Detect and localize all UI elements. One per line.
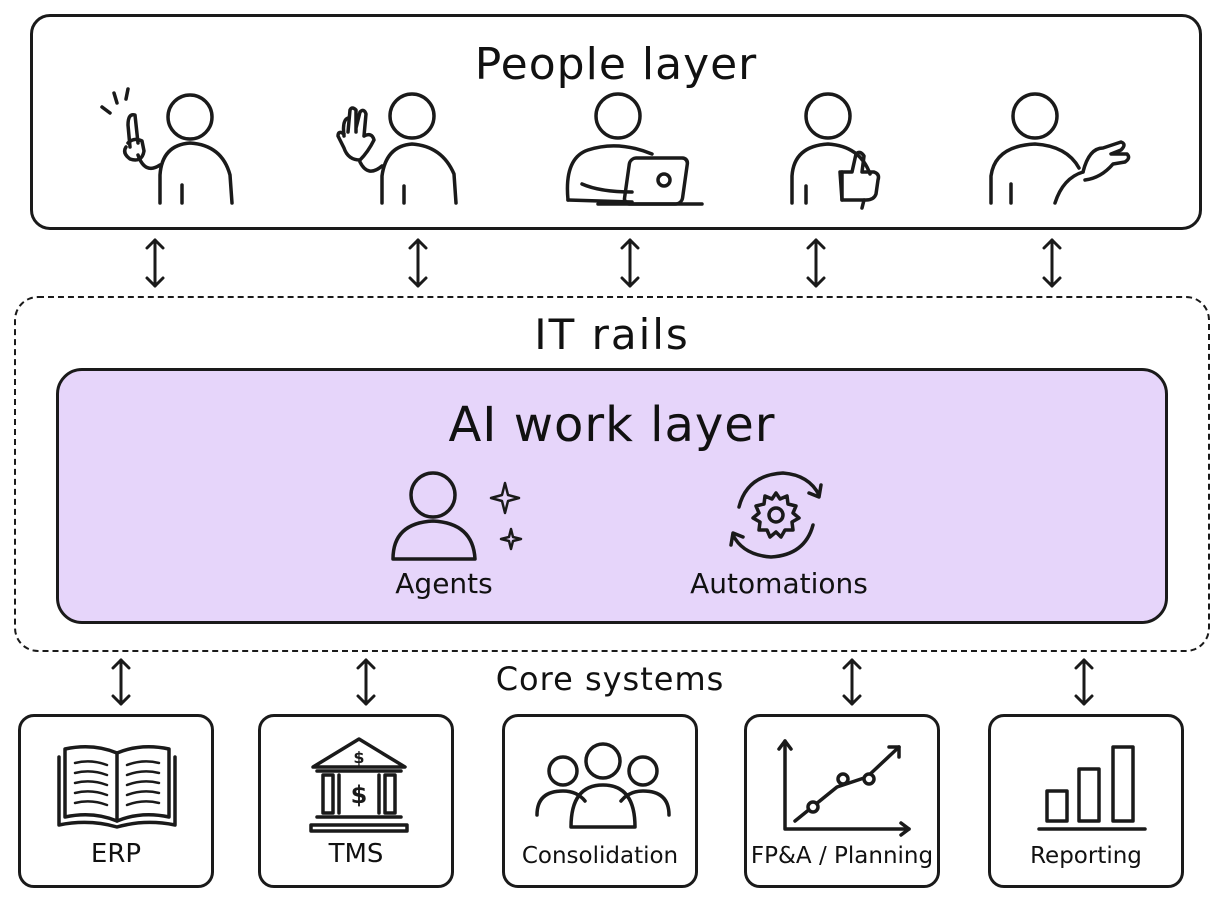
- core-label-tms: TMS: [328, 839, 384, 869]
- people-arrow-3: [620, 238, 640, 288]
- gear-cycle-icon: [729, 471, 823, 559]
- bar-chart-icon: [1037, 745, 1147, 831]
- people-arrow-1: [145, 238, 165, 288]
- person-presenting-icon: [989, 92, 1131, 205]
- ai-work-layer-title: AI work layer: [448, 397, 776, 453]
- core-system-tms: $ $ TMS: [258, 714, 454, 888]
- automations-label: Automations: [690, 567, 868, 600]
- person-laptop-icon: [565, 92, 704, 206]
- person-pointing-icon: [100, 87, 234, 205]
- core-label-erp: ERP: [90, 839, 142, 869]
- people-arrow-4: [806, 238, 826, 288]
- people-layer: People layer: [30, 14, 1202, 230]
- core-system-consolidation: Consolidation: [502, 714, 698, 888]
- core-system-fpa-planning: FP&A / Planning: [744, 714, 940, 888]
- it-rails-boundary: IT rails: [14, 296, 1210, 652]
- core-system-reporting: Reporting: [988, 714, 1184, 888]
- people-layer-title: People layer: [474, 39, 758, 90]
- core-system-erp: ERP: [18, 714, 214, 888]
- ai-work-layer: AI work layer Agents Automations: [56, 368, 1168, 624]
- core-systems-title: Core systems: [495, 660, 725, 698]
- svg-text:$: $: [351, 781, 368, 809]
- agent-sparkle-icon: [391, 471, 523, 561]
- open-book-icon: [57, 745, 177, 829]
- core-label-fpa-planning: FP&A / Planning: [750, 843, 934, 869]
- people-arrow-5: [1042, 238, 1062, 288]
- group-icon: [535, 742, 671, 829]
- line-chart-icon: [777, 739, 911, 837]
- agents-label: Agents: [395, 567, 493, 600]
- core-label-consolidation: Consolidation: [521, 843, 679, 869]
- bank-dollar-icon: $ $: [309, 737, 409, 833]
- svg-text:$: $: [353, 748, 364, 767]
- person-waving-icon: [336, 92, 458, 205]
- person-thumbs-up-icon: [790, 92, 881, 210]
- core-arrow-1: [111, 658, 131, 706]
- people-arrow-2: [408, 238, 428, 288]
- core-arrow-4: [1074, 658, 1094, 706]
- core-arrow-3: [842, 658, 862, 706]
- core-label-reporting: Reporting: [1030, 843, 1142, 869]
- core-arrow-2: [356, 658, 376, 706]
- it-rails-title: IT rails: [534, 310, 690, 359]
